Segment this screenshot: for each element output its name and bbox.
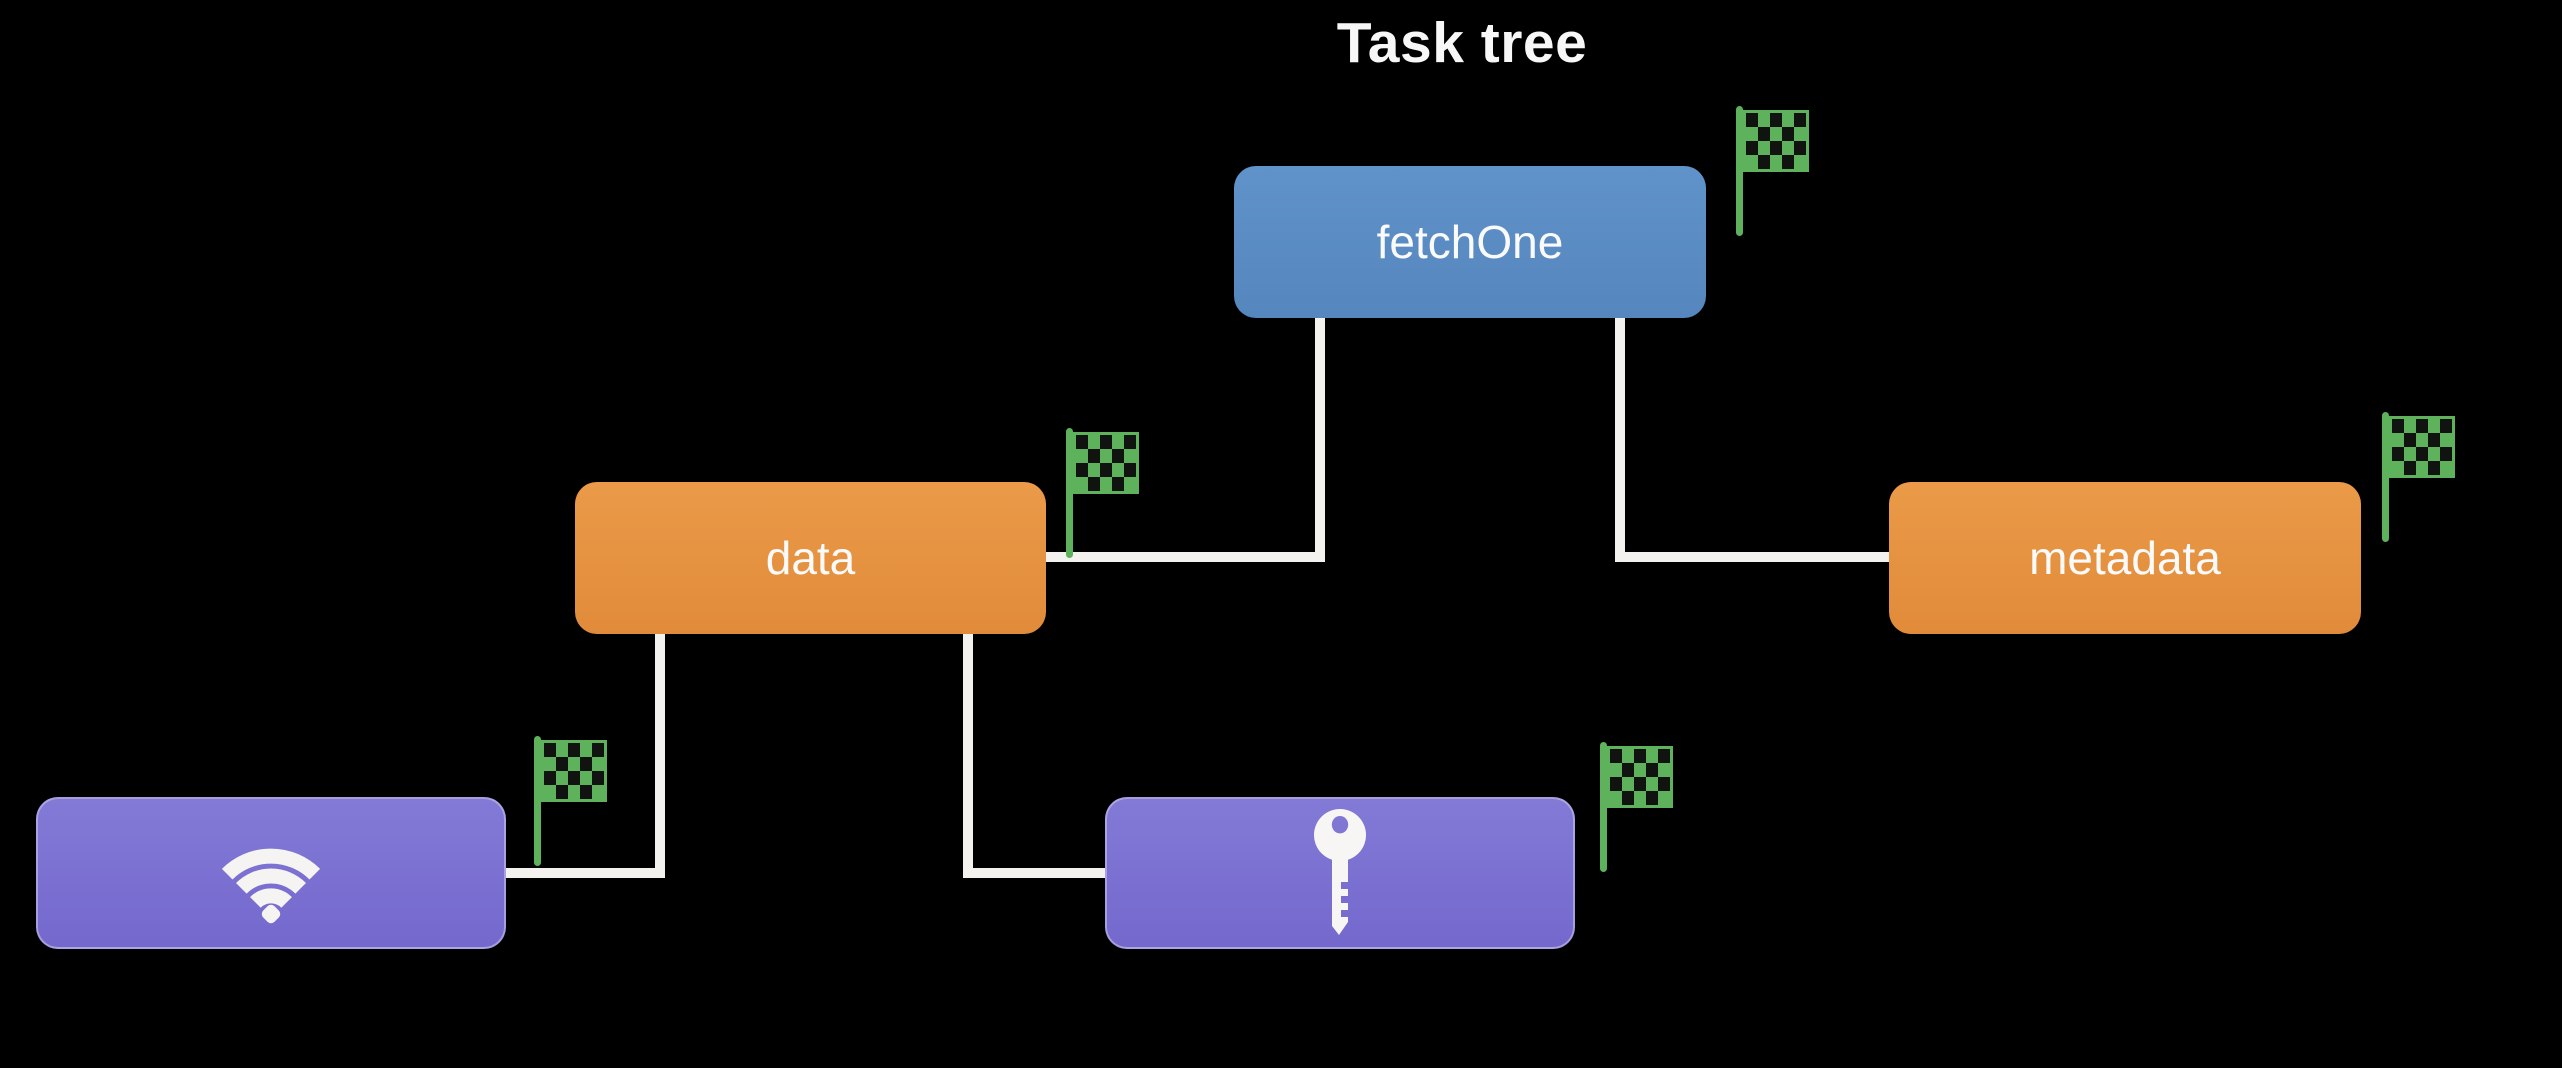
connector-data-secret-vertical	[963, 633, 973, 878]
connector-data-network-horizontal	[506, 868, 665, 878]
task-node-fetchone: fetchOne	[1234, 166, 1706, 318]
connector-fetchone-data-vertical	[1315, 318, 1325, 562]
checkered-flag-icon	[1600, 742, 1673, 872]
task-node-label: metadata	[2029, 532, 2221, 584]
wifi-icon	[221, 848, 321, 924]
connector-fetchone-metadata-horizontal	[1615, 552, 1889, 562]
task-node-network	[36, 797, 506, 949]
connector-fetchone-data-horizontal	[1046, 552, 1325, 562]
task-node-data: data	[575, 482, 1046, 634]
page-title: Task tree	[1336, 11, 1588, 75]
connector-fetchone-metadata-vertical	[1615, 318, 1625, 562]
checkered-flag-icon	[1736, 106, 1809, 236]
task-node-secret	[1105, 797, 1575, 949]
checkered-flag-icon	[1066, 428, 1139, 558]
checkered-flag-icon	[534, 736, 607, 866]
connector-data-network-vertical	[655, 633, 665, 878]
connector-data-secret-horizontal	[963, 868, 1105, 878]
key-icon	[1314, 809, 1366, 935]
task-node-label: data	[765, 532, 856, 584]
task-node-label: fetchOne	[1376, 216, 1564, 268]
checkered-flag-icon	[2382, 412, 2455, 542]
task-node-metadata: metadata	[1889, 482, 2361, 634]
